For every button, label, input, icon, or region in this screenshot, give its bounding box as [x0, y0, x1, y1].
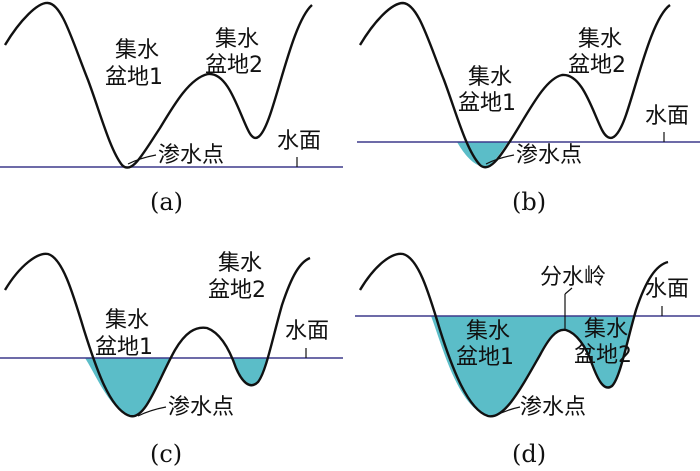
basin2-label-line2: 盆地2	[574, 343, 632, 368]
basin1-label-line2: 盆地1	[95, 335, 153, 360]
water-surface-label: 水面	[285, 319, 329, 344]
panel-caption: (d)	[512, 440, 546, 468]
basin1-label-line1: 集水	[466, 319, 510, 344]
seep-point-pointer	[137, 406, 167, 417]
basin2-label-line1: 集水	[215, 27, 259, 52]
water-surface-label: 水面	[645, 104, 689, 129]
water-surface-label: 水面	[277, 129, 321, 154]
basin2-label-line1: 集水	[218, 251, 262, 276]
divide-pointer-arm	[564, 287, 573, 295]
water-surface-label: 水面	[645, 277, 689, 302]
seep-point-pointer	[494, 406, 521, 417]
basin2-label-line1: 集水	[578, 27, 622, 52]
basin2-label-line1: 集水	[584, 317, 628, 342]
basin1-label-line1: 集水	[115, 38, 159, 63]
panel-a: 集水 盆地1 集水 盆地2 渗水点 水面 (a)	[0, 1, 343, 216]
seep-point-label: 渗水点	[168, 395, 234, 420]
basin1-label-line2: 盆地1	[105, 65, 163, 90]
panel-caption: (a)	[150, 188, 183, 216]
panel-d: 分水岭 集水 盆地1 集水 盆地2 渗水点 水面 (d)	[355, 252, 700, 468]
basin2-label-line2: 盆地2	[208, 278, 266, 303]
seep-point-pointer	[485, 154, 515, 165]
water-fill-basin1	[85, 358, 171, 417]
basin2-label-line2: 盆地2	[568, 53, 626, 78]
seep-point-label: 渗水点	[520, 395, 586, 420]
seep-point-pointer	[127, 154, 157, 165]
water-fill-merged	[431, 316, 633, 417]
panel-c: 集水 盆地1 集水 盆地2 渗水点 水面 (c)	[0, 251, 343, 468]
basin1-label-line2: 盆地1	[456, 345, 514, 370]
divide-label: 分水岭	[540, 265, 606, 290]
seep-point-label: 渗水点	[516, 143, 582, 168]
panel-caption: (c)	[150, 440, 182, 468]
seep-point-label: 渗水点	[158, 143, 224, 168]
basin1-label-line1: 集水	[468, 65, 512, 90]
panel-caption: (b)	[512, 188, 546, 216]
basin1-label-line2: 盆地1	[458, 91, 516, 116]
basin1-label-line1: 集水	[105, 308, 149, 333]
panel-b: 集水 盆地1 集水 盆地2 渗水点 水面 (b)	[357, 1, 700, 216]
basin2-label-line2: 盆地2	[205, 53, 263, 78]
